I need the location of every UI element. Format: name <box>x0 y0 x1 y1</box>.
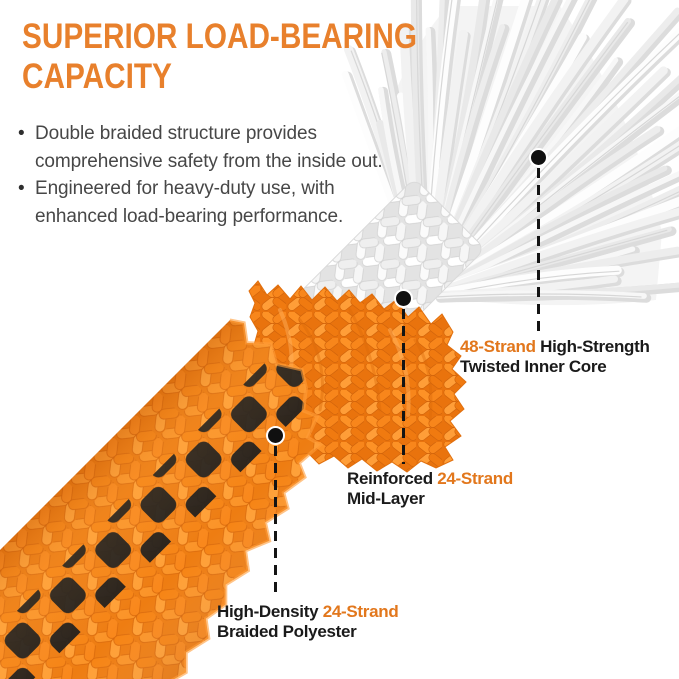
callout-line2: Twisted Inner Core <box>460 356 607 376</box>
callout-line1: Reinforced 24-Strand <box>347 469 513 488</box>
annotation-dot-mid-layer <box>394 289 413 308</box>
leader-line-mid-layer <box>402 309 405 464</box>
callout-line2: Mid-Layer <box>347 488 425 508</box>
headline: SUPERIOR LOAD-BEARING CAPACITY <box>22 17 417 97</box>
headline-line2: CAPACITY <box>22 57 172 96</box>
callout-line1: High-Density 24-Strand <box>217 602 399 621</box>
callout-mid-layer: Reinforced 24-Strand Mid-Layer <box>347 469 513 508</box>
callout-line2: Braided Polyester <box>217 621 357 641</box>
bullet-icon: • <box>18 123 25 144</box>
outer-braid-shading <box>0 320 321 679</box>
tear-edge-highlight <box>146 318 324 679</box>
annotation-dot-outer-braid <box>266 426 285 445</box>
leader-line-inner-core <box>537 168 540 332</box>
callout-outer-braid: High-Density 24-Strand Braided Polyester <box>217 602 399 641</box>
leader-line-outer-braid <box>274 446 277 597</box>
annotation-dot-inner-core <box>529 148 548 167</box>
bullet-icon: • <box>18 178 25 199</box>
callout-line1: 48-Strand High-Strength <box>460 337 650 356</box>
headline-line1: SUPERIOR LOAD-BEARING <box>22 17 418 56</box>
outer-braid-rope <box>0 318 326 679</box>
callout-inner-core: 48-Strand High-Strength Twisted Inner Co… <box>460 337 650 376</box>
